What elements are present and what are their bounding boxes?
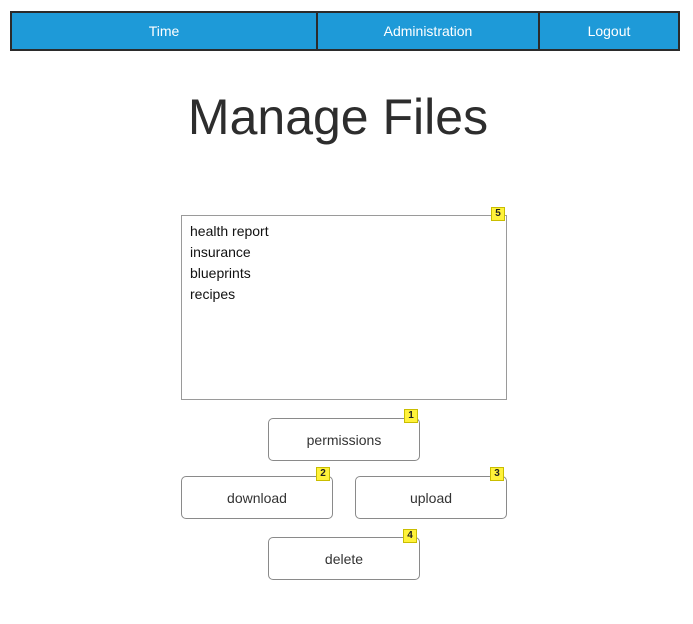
download-marker-badge: 2 [316,467,330,481]
top-navigation-bar: Time Administration Logout [10,11,680,51]
nav-item-administration[interactable]: Administration [316,13,538,49]
download-button[interactable]: download [181,476,333,519]
file-list[interactable]: health report insurance blueprints recip… [181,215,507,400]
upload-marker-badge: 3 [490,467,504,481]
nav-item-time[interactable]: Time [148,23,180,39]
delete-marker-badge: 4 [403,529,417,543]
file-list-item[interactable]: insurance [190,244,251,260]
permissions-marker-badge: 1 [404,409,418,423]
page-title: Manage Files [187,89,489,145]
file-list-item[interactable]: blueprints [190,265,251,281]
upload-button[interactable]: upload [355,476,507,519]
nav-item-logout[interactable]: Logout [538,13,678,49]
file-list-marker-badge: 5 [491,207,505,221]
delete-button[interactable]: delete [268,537,420,580]
file-list-item[interactable]: health report [190,223,269,239]
file-list-item[interactable]: recipes [190,286,236,302]
permissions-button[interactable]: permissions [268,418,420,461]
